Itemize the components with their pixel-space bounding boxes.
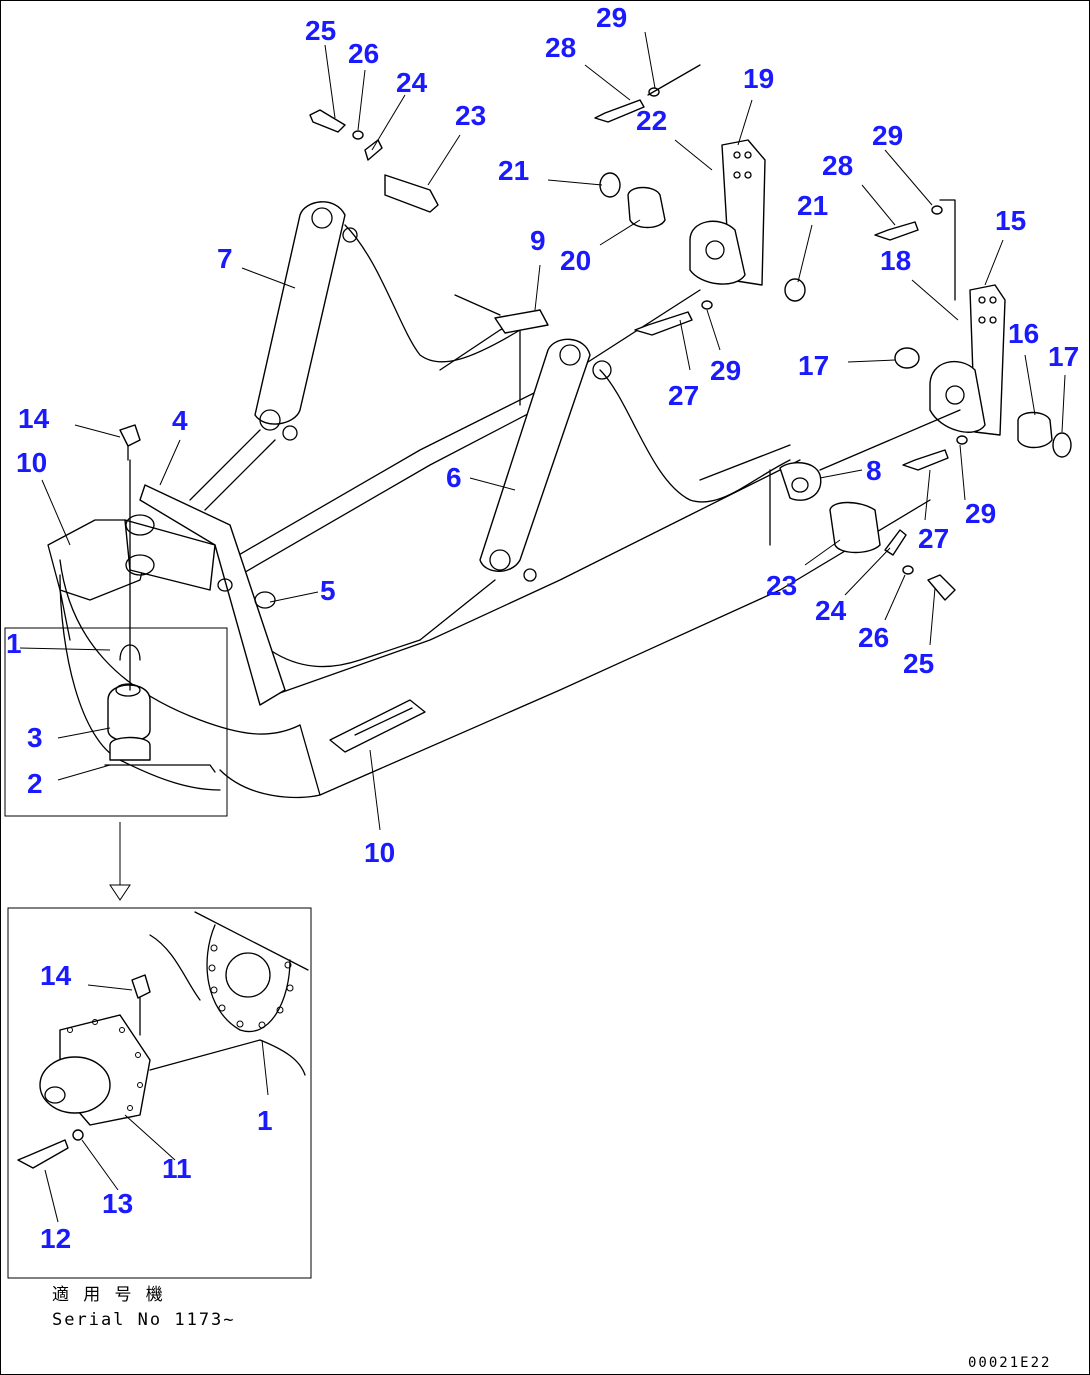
callout-10: 10 <box>16 447 47 478</box>
bolts <box>309 64 968 601</box>
callout-12: 12 <box>40 1223 71 1254</box>
callout-27: 27 <box>668 380 699 411</box>
pivot-assembly <box>4 459 228 817</box>
bushings <box>599 172 1072 458</box>
callout-24: 24 <box>815 595 847 626</box>
callout-17: 17 <box>1048 341 1079 372</box>
callout-28: 28 <box>545 32 576 63</box>
callout-8: 8 <box>866 455 882 486</box>
callout-9: 9 <box>530 225 546 256</box>
leader-lines <box>19 31 1066 831</box>
pins-23 <box>384 174 881 554</box>
bracket-15 <box>819 284 1006 471</box>
callout-16: 16 <box>1008 318 1039 349</box>
link-6 <box>419 338 612 641</box>
callout-25: 25 <box>903 648 934 679</box>
callout-4: 4 <box>172 405 188 436</box>
callout-29: 29 <box>596 2 627 33</box>
callout-14: 14 <box>18 403 50 434</box>
callout-2: 2 <box>27 768 43 799</box>
callout-17: 17 <box>798 350 829 381</box>
callout-21: 21 <box>797 190 828 221</box>
callout-13: 13 <box>102 1188 133 1219</box>
callout-10: 10 <box>364 837 395 868</box>
callout-29: 29 <box>872 120 903 151</box>
callout-24: 24 <box>396 67 428 98</box>
callout-29: 29 <box>710 355 741 386</box>
callout-21: 21 <box>498 155 529 186</box>
callout-1: 1 <box>6 628 22 659</box>
serial-number-label: Serial No 1173~ <box>52 1310 236 1330</box>
callout-28: 28 <box>822 150 853 181</box>
drawing-code: 00021E22 <box>968 1355 1051 1371</box>
part-9 <box>454 294 549 334</box>
bracket-4 <box>124 484 286 706</box>
detail-view <box>7 907 312 1279</box>
bracket-19 <box>689 139 766 286</box>
link-7 <box>189 201 358 511</box>
callout-labels: 25 26 24 23 28 29 22 19 21 20 9 7 21 29 … <box>6 2 1079 1254</box>
callout-23: 23 <box>766 570 797 601</box>
callout-15: 15 <box>995 205 1026 236</box>
callout-22: 22 <box>636 105 667 136</box>
callout-5: 5 <box>320 575 336 606</box>
callout-11: 11 <box>162 1153 192 1184</box>
callout-1: 1 <box>257 1105 273 1136</box>
callout-25: 25 <box>305 15 336 46</box>
callout-18: 18 <box>880 245 911 276</box>
callout-20: 20 <box>560 245 591 276</box>
callout-19: 19 <box>743 63 774 94</box>
callout-3: 3 <box>27 722 43 753</box>
callout-7: 7 <box>217 243 233 274</box>
callout-14: 14 <box>40 960 72 991</box>
boss-8 <box>779 462 822 501</box>
callout-6: 6 <box>446 462 462 493</box>
callout-29: 29 <box>965 498 996 529</box>
detail-arrow <box>109 822 131 901</box>
callout-23: 23 <box>455 100 486 131</box>
callout-26: 26 <box>348 38 379 69</box>
callout-27: 27 <box>918 523 949 554</box>
callout-26: 26 <box>858 622 889 653</box>
grease-fitting-14 <box>119 424 141 461</box>
applicable-serial-jp: 適 用 号 機 <box>52 1285 165 1305</box>
